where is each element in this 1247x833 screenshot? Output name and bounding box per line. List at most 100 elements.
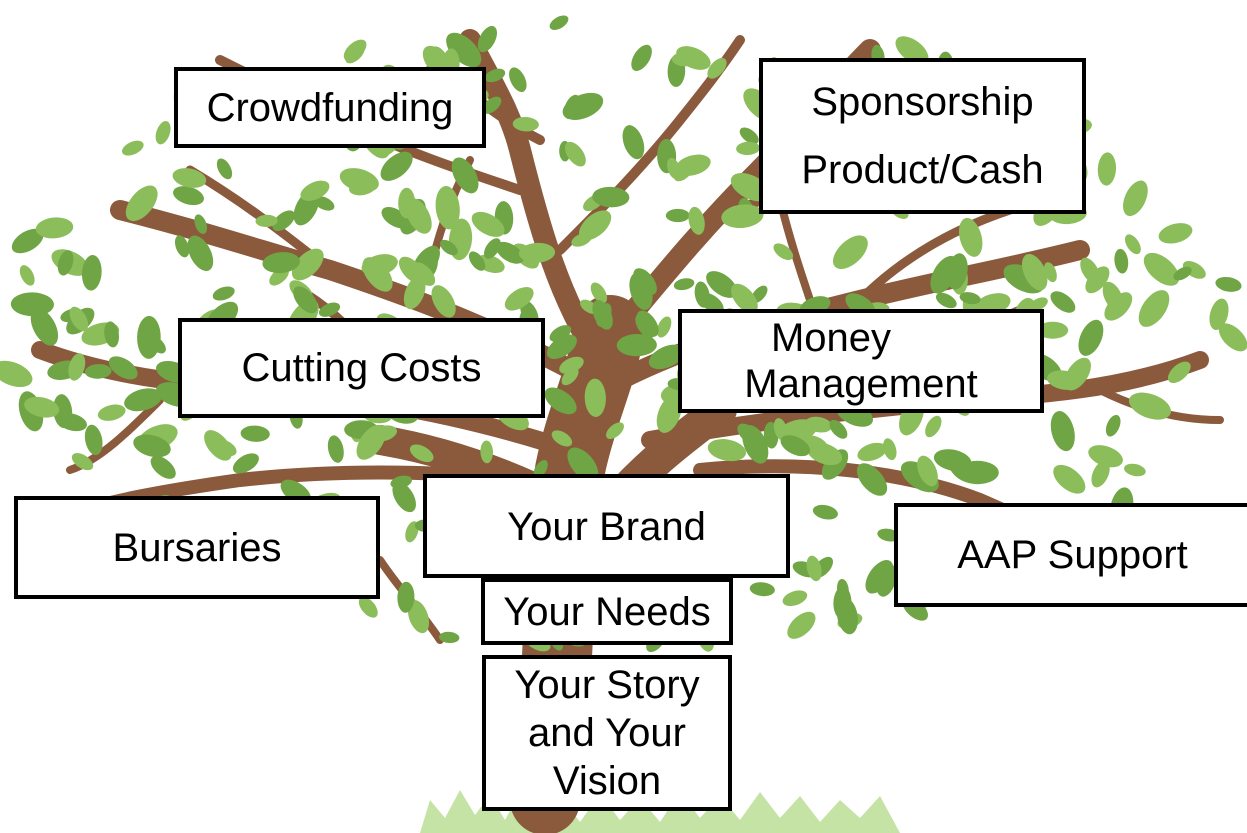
your-brand-label: Your Brand — [507, 505, 706, 549]
leaf — [592, 299, 613, 330]
leaf — [512, 116, 539, 132]
leaf — [480, 440, 494, 464]
leaf — [806, 555, 822, 582]
leaf — [358, 596, 378, 618]
leaf — [694, 281, 710, 308]
leaf — [446, 32, 482, 68]
leaf — [392, 481, 416, 513]
leaf — [616, 333, 657, 357]
leaf — [240, 425, 270, 442]
leaf — [1088, 445, 1123, 468]
leaf — [468, 251, 486, 271]
leaf — [812, 504, 838, 520]
leaf — [255, 214, 278, 228]
leaf — [807, 442, 843, 466]
aap-support-label: AAP Support — [957, 533, 1188, 577]
leaf — [883, 438, 897, 461]
leaf — [71, 453, 94, 471]
leaf — [1143, 252, 1180, 286]
leaf — [68, 353, 86, 381]
leaf — [731, 283, 758, 314]
leaf — [707, 439, 747, 462]
leaf — [35, 217, 74, 239]
leaf — [356, 424, 386, 460]
leaf — [440, 239, 458, 256]
leaf — [343, 39, 367, 62]
leaf — [272, 210, 296, 232]
leaf — [925, 415, 942, 438]
leaf — [773, 418, 788, 441]
leaf — [742, 425, 769, 464]
leaf — [837, 578, 849, 601]
leaf — [958, 217, 983, 257]
leaf — [137, 315, 161, 359]
leaf — [856, 463, 888, 496]
leaf — [606, 422, 624, 440]
leaf — [631, 44, 652, 71]
leaf — [30, 308, 59, 346]
leaf — [1091, 460, 1110, 488]
leaf — [782, 590, 808, 607]
leaf — [0, 360, 33, 388]
leaf — [549, 15, 569, 30]
leaf — [561, 367, 579, 386]
leaf — [865, 560, 894, 594]
leaf — [477, 25, 498, 53]
leaf — [293, 286, 318, 314]
your-story-box: Your Story and Your Vision — [482, 655, 732, 811]
leaf — [1028, 297, 1048, 312]
leaf — [1129, 392, 1171, 420]
leaf — [656, 394, 682, 433]
leaf — [496, 241, 524, 264]
leaf — [108, 356, 138, 380]
crowdfunding-label: Crowdfunding — [206, 85, 454, 130]
leaf — [1021, 253, 1048, 291]
sponsorship-label-line2: Product/Cash — [801, 148, 1044, 192]
leaf — [562, 92, 604, 120]
leaf — [590, 282, 608, 304]
leaf — [1047, 370, 1082, 390]
leaf — [551, 430, 573, 447]
leaf — [1037, 321, 1069, 339]
leaf — [262, 252, 300, 274]
leaf — [518, 242, 556, 263]
leaf — [1102, 281, 1124, 311]
money-management-label-line1: Money — [770, 316, 892, 360]
leaf — [559, 356, 584, 374]
leaf — [172, 168, 207, 188]
your-story-label-line2: and Your — [528, 711, 686, 755]
leaf — [318, 302, 341, 317]
your-story-label-line3: Vision — [552, 759, 662, 803]
leaf — [291, 248, 324, 281]
leaf — [857, 442, 887, 462]
bursaries-label: Bursaries — [112, 525, 282, 570]
leaf — [584, 378, 606, 417]
leaf — [787, 611, 816, 639]
leaf — [451, 157, 479, 194]
leaf — [216, 158, 233, 180]
leaf — [656, 316, 672, 338]
leaf — [361, 254, 398, 276]
leaf — [956, 460, 999, 485]
leaf — [411, 262, 436, 286]
leaf — [564, 141, 586, 167]
leaf — [484, 238, 501, 259]
leaf — [946, 253, 968, 290]
leaf — [578, 210, 612, 241]
leaf — [397, 581, 415, 613]
leaf — [1124, 463, 1146, 477]
leaf — [1114, 248, 1129, 274]
leaf — [1173, 266, 1192, 281]
leaf — [1123, 180, 1148, 217]
leaf — [155, 121, 171, 145]
aap-support-box: AAP Support — [894, 503, 1247, 607]
leaf — [1138, 290, 1170, 327]
leaf — [327, 435, 344, 463]
leaf — [484, 68, 506, 83]
leaf — [133, 434, 171, 458]
leaf — [405, 198, 432, 234]
leaf — [212, 286, 235, 301]
leaf — [917, 455, 938, 487]
your-brand-box: Your Brand — [423, 474, 790, 578]
leaf — [749, 582, 775, 597]
